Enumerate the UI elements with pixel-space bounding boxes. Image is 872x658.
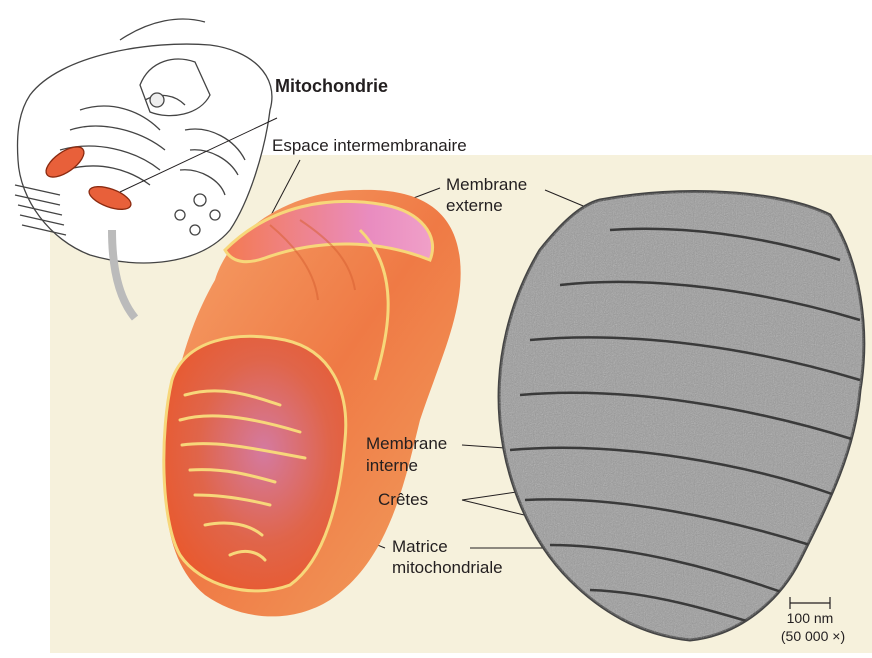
label-scale-magnification: (50 000 ×) xyxy=(768,628,858,645)
label-mitochondrie: Mitochondrie xyxy=(275,76,388,96)
label-membrane-interne-line1: Membrane xyxy=(366,434,447,454)
label-membrane-externe-line2: externe xyxy=(446,196,503,216)
label-matrice-line2: mitochondriale xyxy=(392,558,503,578)
label-scale-length: 100 nm xyxy=(780,610,840,627)
label-matrice-line1: Matrice xyxy=(392,537,448,557)
label-espace-intermembranaire: Espace intermembranaire xyxy=(272,136,467,156)
label-cretes: Crêtes xyxy=(378,490,428,510)
label-membrane-externe-line1: Membrane xyxy=(446,175,527,195)
label-membrane-interne-line2: interne xyxy=(366,456,418,476)
